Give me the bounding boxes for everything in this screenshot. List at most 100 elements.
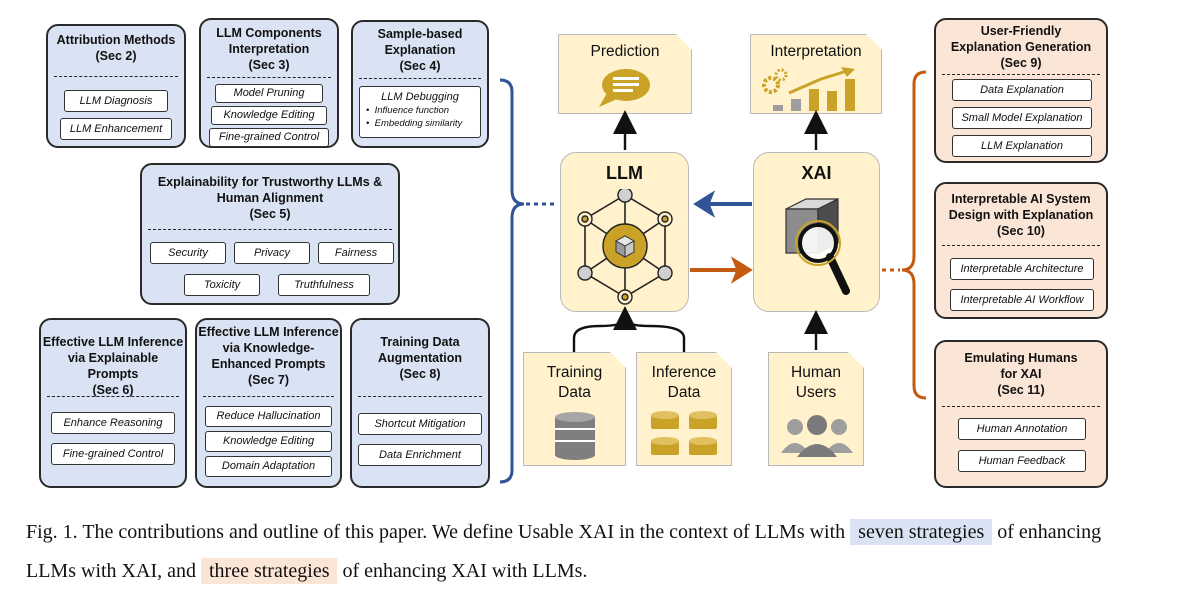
card-sec: (Sec 9) — [1000, 56, 1042, 70]
card-title-line2: via Knowledge- — [222, 341, 315, 355]
chip-small-model-explanation: Small Model Explanation — [952, 107, 1092, 129]
chip-toxicity: Toxicity — [184, 274, 260, 296]
card-sec: (Sec 5) — [249, 207, 291, 221]
bullet-text: Embedding similarity — [374, 118, 463, 129]
chip-interpretable-architecture: Interpretable Architecture — [950, 258, 1094, 280]
card-title-line2: via Explainable Prompts — [67, 351, 159, 381]
training-data-line1: Training — [546, 364, 603, 381]
card-sample-based: Sample-based Explanation (Sec 4) LLM Deb… — [351, 20, 489, 148]
chip-fairness: Fairness — [318, 242, 394, 264]
caption-text: Fig. 1. The contributions and outline of… — [26, 521, 846, 543]
card-title-line2: Explanation Generation — [950, 40, 1092, 54]
inference-data-box: Inference Data — [636, 352, 732, 466]
highlight-three-strategies: three strategies — [200, 558, 338, 584]
card-title: Attribution Methods — [56, 33, 176, 47]
card-sec: (Sec 3) — [248, 58, 290, 72]
chip-human-feedback: Human Feedback — [958, 450, 1086, 472]
llm-hub: LLM — [560, 152, 689, 312]
neural-network-icon — [577, 189, 673, 305]
inference-data-line1: Inference — [651, 364, 717, 381]
chip-knowledge-editing: Knowledge Editing — [205, 431, 332, 452]
chip-interpretable-ai-workflow: Interpretable AI Workflow — [950, 289, 1094, 311]
chip-security: Security — [150, 242, 226, 264]
speech-bubble-icon — [595, 67, 655, 111]
card-title-line1: User-Friendly — [980, 24, 1062, 38]
caption-text: LLMs with XAI, and — [26, 560, 196, 582]
prediction-box: Prediction — [558, 34, 692, 114]
interpretation-label: Interpretation — [770, 43, 862, 60]
human-users-box: Human Users — [768, 352, 864, 466]
card-sec: (Sec 8) — [399, 367, 441, 381]
chip-human-annotation: Human Annotation — [958, 418, 1086, 440]
chip-enhance-reasoning: Enhance Reasoning — [51, 412, 175, 434]
divider — [942, 245, 1100, 246]
users-icon — [781, 413, 853, 457]
card-title-line1: Interpretable AI System — [951, 192, 1091, 206]
divider — [47, 396, 179, 397]
card-title-line2: Explanation — [384, 43, 456, 57]
caption-line-1: Fig. 1. The contributions and outline of… — [26, 519, 1102, 545]
divider — [358, 396, 482, 397]
card-title-line2: Human Alignment — [216, 191, 324, 205]
human-users-line1: Human — [791, 364, 841, 381]
card-trustworthy-llms: Explainability for Trustworthy LLMs & Hu… — [140, 163, 400, 305]
card-sec: (Sec 4) — [399, 59, 441, 73]
interpretation-box: Interpretation — [750, 34, 882, 114]
card-title-line1: LLM Components — [216, 26, 322, 40]
training-data-box: Training Data — [523, 352, 626, 466]
chip-shortcut-mitigation: Shortcut Mitigation — [358, 413, 482, 435]
card-title-line2: Augmentation — [377, 351, 463, 365]
llm-title: LLM — [606, 163, 643, 183]
chip-data-enrichment: Data Enrichment — [358, 444, 482, 466]
chip-fine-grained-control: Fine-grained Control — [209, 128, 329, 147]
divider — [54, 76, 178, 77]
chip-model-pruning: Model Pruning — [215, 84, 323, 103]
chip-knowledge-editing: Knowledge Editing — [211, 106, 327, 125]
divider — [207, 77, 331, 78]
data-merge-arrow — [572, 317, 686, 352]
xai-hub: XAI — [753, 152, 880, 312]
xai-title: XAI — [801, 163, 832, 183]
card-interpretable-ai-system: Interpretable AI System Design with Expl… — [934, 182, 1108, 319]
card-knowledge-enhanced-prompts: Effective LLM Inference via Knowledge- E… — [195, 318, 342, 488]
divider — [148, 229, 392, 230]
card-title-line1: Explainability for Trustworthy LLMs & — [157, 175, 383, 189]
chip-reduce-hallucination: Reduce Hallucination — [205, 406, 332, 427]
caption-line-2: LLMs with XAI, and three strategies of e… — [26, 558, 588, 584]
caption-text: of enhancing XAI with LLMs. — [342, 560, 588, 582]
chip-privacy: Privacy — [234, 242, 310, 264]
card-explainable-prompts: Effective LLM Inference via Explainable … — [39, 318, 187, 488]
card-training-data-augmentation: Training Data Augmentation (Sec 8) Short… — [350, 318, 490, 488]
training-data-line2: Data — [558, 384, 591, 401]
chip-llm-diagnosis: LLM Diagnosis — [64, 90, 168, 112]
bullet-item: • Embedding similarity — [366, 118, 463, 129]
inference-data-line2: Data — [667, 384, 701, 401]
chip-llm-explanation: LLM Explanation — [952, 135, 1092, 157]
card-title-line2: Interpretation — [228, 42, 310, 56]
left-brace — [499, 78, 525, 484]
bullet-text: Influence function — [374, 105, 450, 116]
card-title-line1: Emulating Humans — [964, 351, 1078, 365]
storage-icon — [647, 411, 723, 461]
card-title-line1: Sample-based — [377, 27, 463, 41]
chip-fine-grained-control: Fine-grained Control — [51, 443, 175, 465]
prediction-label: Prediction — [590, 43, 660, 60]
cube-magnifier-icon — [785, 198, 850, 295]
card-title-line1: Training Data — [380, 335, 460, 349]
card-sec: (Sec 7) — [248, 373, 289, 387]
chip-llm-enhancement: LLM Enhancement — [60, 118, 172, 140]
chip-truthfulness: Truthfulness — [278, 274, 370, 296]
growth-chart-icon — [761, 65, 871, 113]
database-icon — [553, 411, 597, 461]
divider — [359, 78, 481, 79]
chip-data-explanation: Data Explanation — [952, 79, 1092, 101]
card-sec: (Sec 6) — [92, 383, 134, 397]
right-brace — [901, 70, 927, 400]
caption-text: of enhancing — [997, 521, 1102, 543]
llm-debugging-title: LLM Debugging — [381, 91, 459, 103]
human-users-line2: Users — [795, 384, 837, 401]
card-sec: (Sec 11) — [997, 383, 1045, 397]
divider — [942, 406, 1100, 407]
divider — [203, 396, 334, 397]
